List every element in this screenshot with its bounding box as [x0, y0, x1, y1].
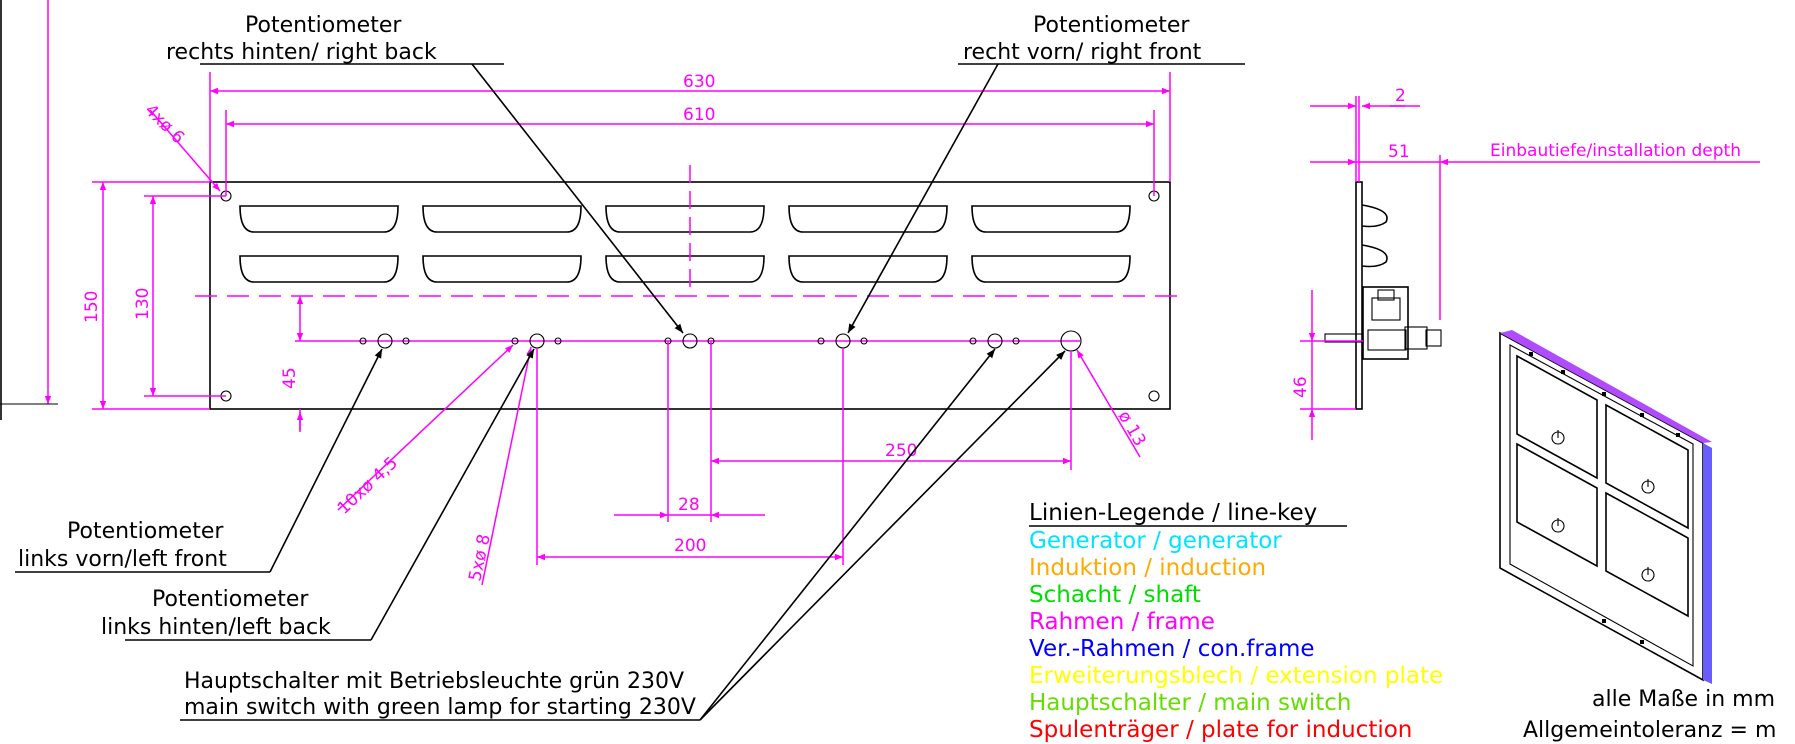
iso-screws [1529, 352, 1680, 644]
power-icon [1551, 430, 1655, 582]
iso-tiles [1516, 354, 1689, 618]
legend-item: Generator / generator [1029, 528, 1282, 554]
louvre-slot [971, 205, 1131, 233]
callout-main-switch-en: main switch with green lamp for starting… [184, 695, 696, 720]
louvre-slot [788, 205, 948, 233]
callout-left-back-en: links hinten/left back [101, 615, 331, 640]
callout-right-front: Potentiometer recht vorn/ right front [963, 13, 1202, 65]
louvre-slot [239, 205, 399, 233]
isometric-view [1499, 330, 1712, 684]
dim-side-51: 51 [1388, 142, 1410, 162]
dim-small-holes: 10xø 4,5 [334, 453, 402, 518]
legend-item: Hauptschalter / main switch [1029, 690, 1351, 716]
callout-left-front: Potentiometer links vorn/left front [18, 519, 227, 572]
louvre-slot [788, 255, 948, 283]
installation-depth-label: Einbautiefe/installation depth [1490, 141, 1741, 161]
louvre-slot [239, 255, 399, 283]
callout-right-front-de: Potentiometer [1033, 13, 1190, 38]
louvre-slot [605, 205, 765, 233]
callout-main-switch: Hauptschalter mit Betriebsleuchte grün 2… [184, 669, 696, 720]
dim-side-2: 2 [1395, 86, 1406, 106]
dim-630: 630 [683, 72, 715, 92]
dim-200: 200 [674, 536, 706, 556]
callout-left-back: Potentiometer links hinten/left back [101, 587, 331, 640]
pot-hole-group-5 [969, 333, 1020, 349]
callout-left-front-de: Potentiometer [67, 519, 224, 544]
dim-switch-hole: ø 13 [1114, 408, 1150, 450]
dim-610: 610 [683, 105, 715, 125]
dim-28: 28 [678, 495, 700, 515]
louvre-slot [971, 255, 1131, 283]
dim-130: 130 [133, 288, 153, 320]
pot-hole-group-1 [359, 333, 410, 349]
dim-side-46: 46 [1291, 376, 1311, 398]
dim-corner-holes: 4xø 6 [140, 100, 188, 148]
callout-right-back-de: Potentiometer [245, 13, 402, 38]
callout-left-back-de: Potentiometer [152, 587, 309, 612]
side-view: 2 51 Einbautiefe/installation depth 46 [1291, 86, 1760, 440]
louvre-slot [422, 255, 582, 283]
callout-right-back-en: rechts hinten/ right back [166, 40, 437, 65]
dim-large-holes: 5xø 8 [465, 532, 494, 583]
left-border-fragment [0, 0, 58, 420]
legend-item: Spulenträger / plate for induction [1029, 717, 1412, 743]
louvre-slots [239, 205, 1131, 283]
units-note: alle Maße in mm [1592, 687, 1775, 712]
tolerance-note: Allgemeintoleranz = m [1523, 718, 1776, 743]
callout-main-switch-de: Hauptschalter mit Betriebsleuchte grün 2… [184, 669, 684, 694]
dim-250: 250 [885, 441, 917, 461]
dim-45: 45 [280, 367, 300, 389]
legend-title: Linien-Legende / line-key [1029, 500, 1317, 526]
line-legend: Linien-Legende / line-key Generator / ge… [1029, 500, 1443, 743]
louvre-slot [422, 205, 582, 233]
callout-right-front-en: recht vorn/ right front [963, 40, 1202, 65]
pot-hole-group-3 [664, 333, 715, 349]
callout-right-back: Potentiometer rechts hinten/ right back [166, 13, 437, 65]
callout-leaders [15, 63, 1245, 721]
legend-item: Schacht / shaft [1029, 582, 1201, 608]
legend-item: Ver.-Rahmen / con.frame [1029, 636, 1315, 662]
legend-item: Erweiterungsblech / extension plate [1029, 663, 1443, 689]
dim-150: 150 [82, 291, 102, 323]
front-view: 630 610 4xø 6 150 130 45 10xø 4,5 5xø 8 … [82, 72, 1185, 586]
legend-item: Rahmen / frame [1029, 609, 1215, 635]
legend-item: Induktion / induction [1029, 555, 1266, 581]
louvre-slot [605, 255, 765, 283]
callout-left-front-en: links vorn/left front [18, 547, 227, 572]
